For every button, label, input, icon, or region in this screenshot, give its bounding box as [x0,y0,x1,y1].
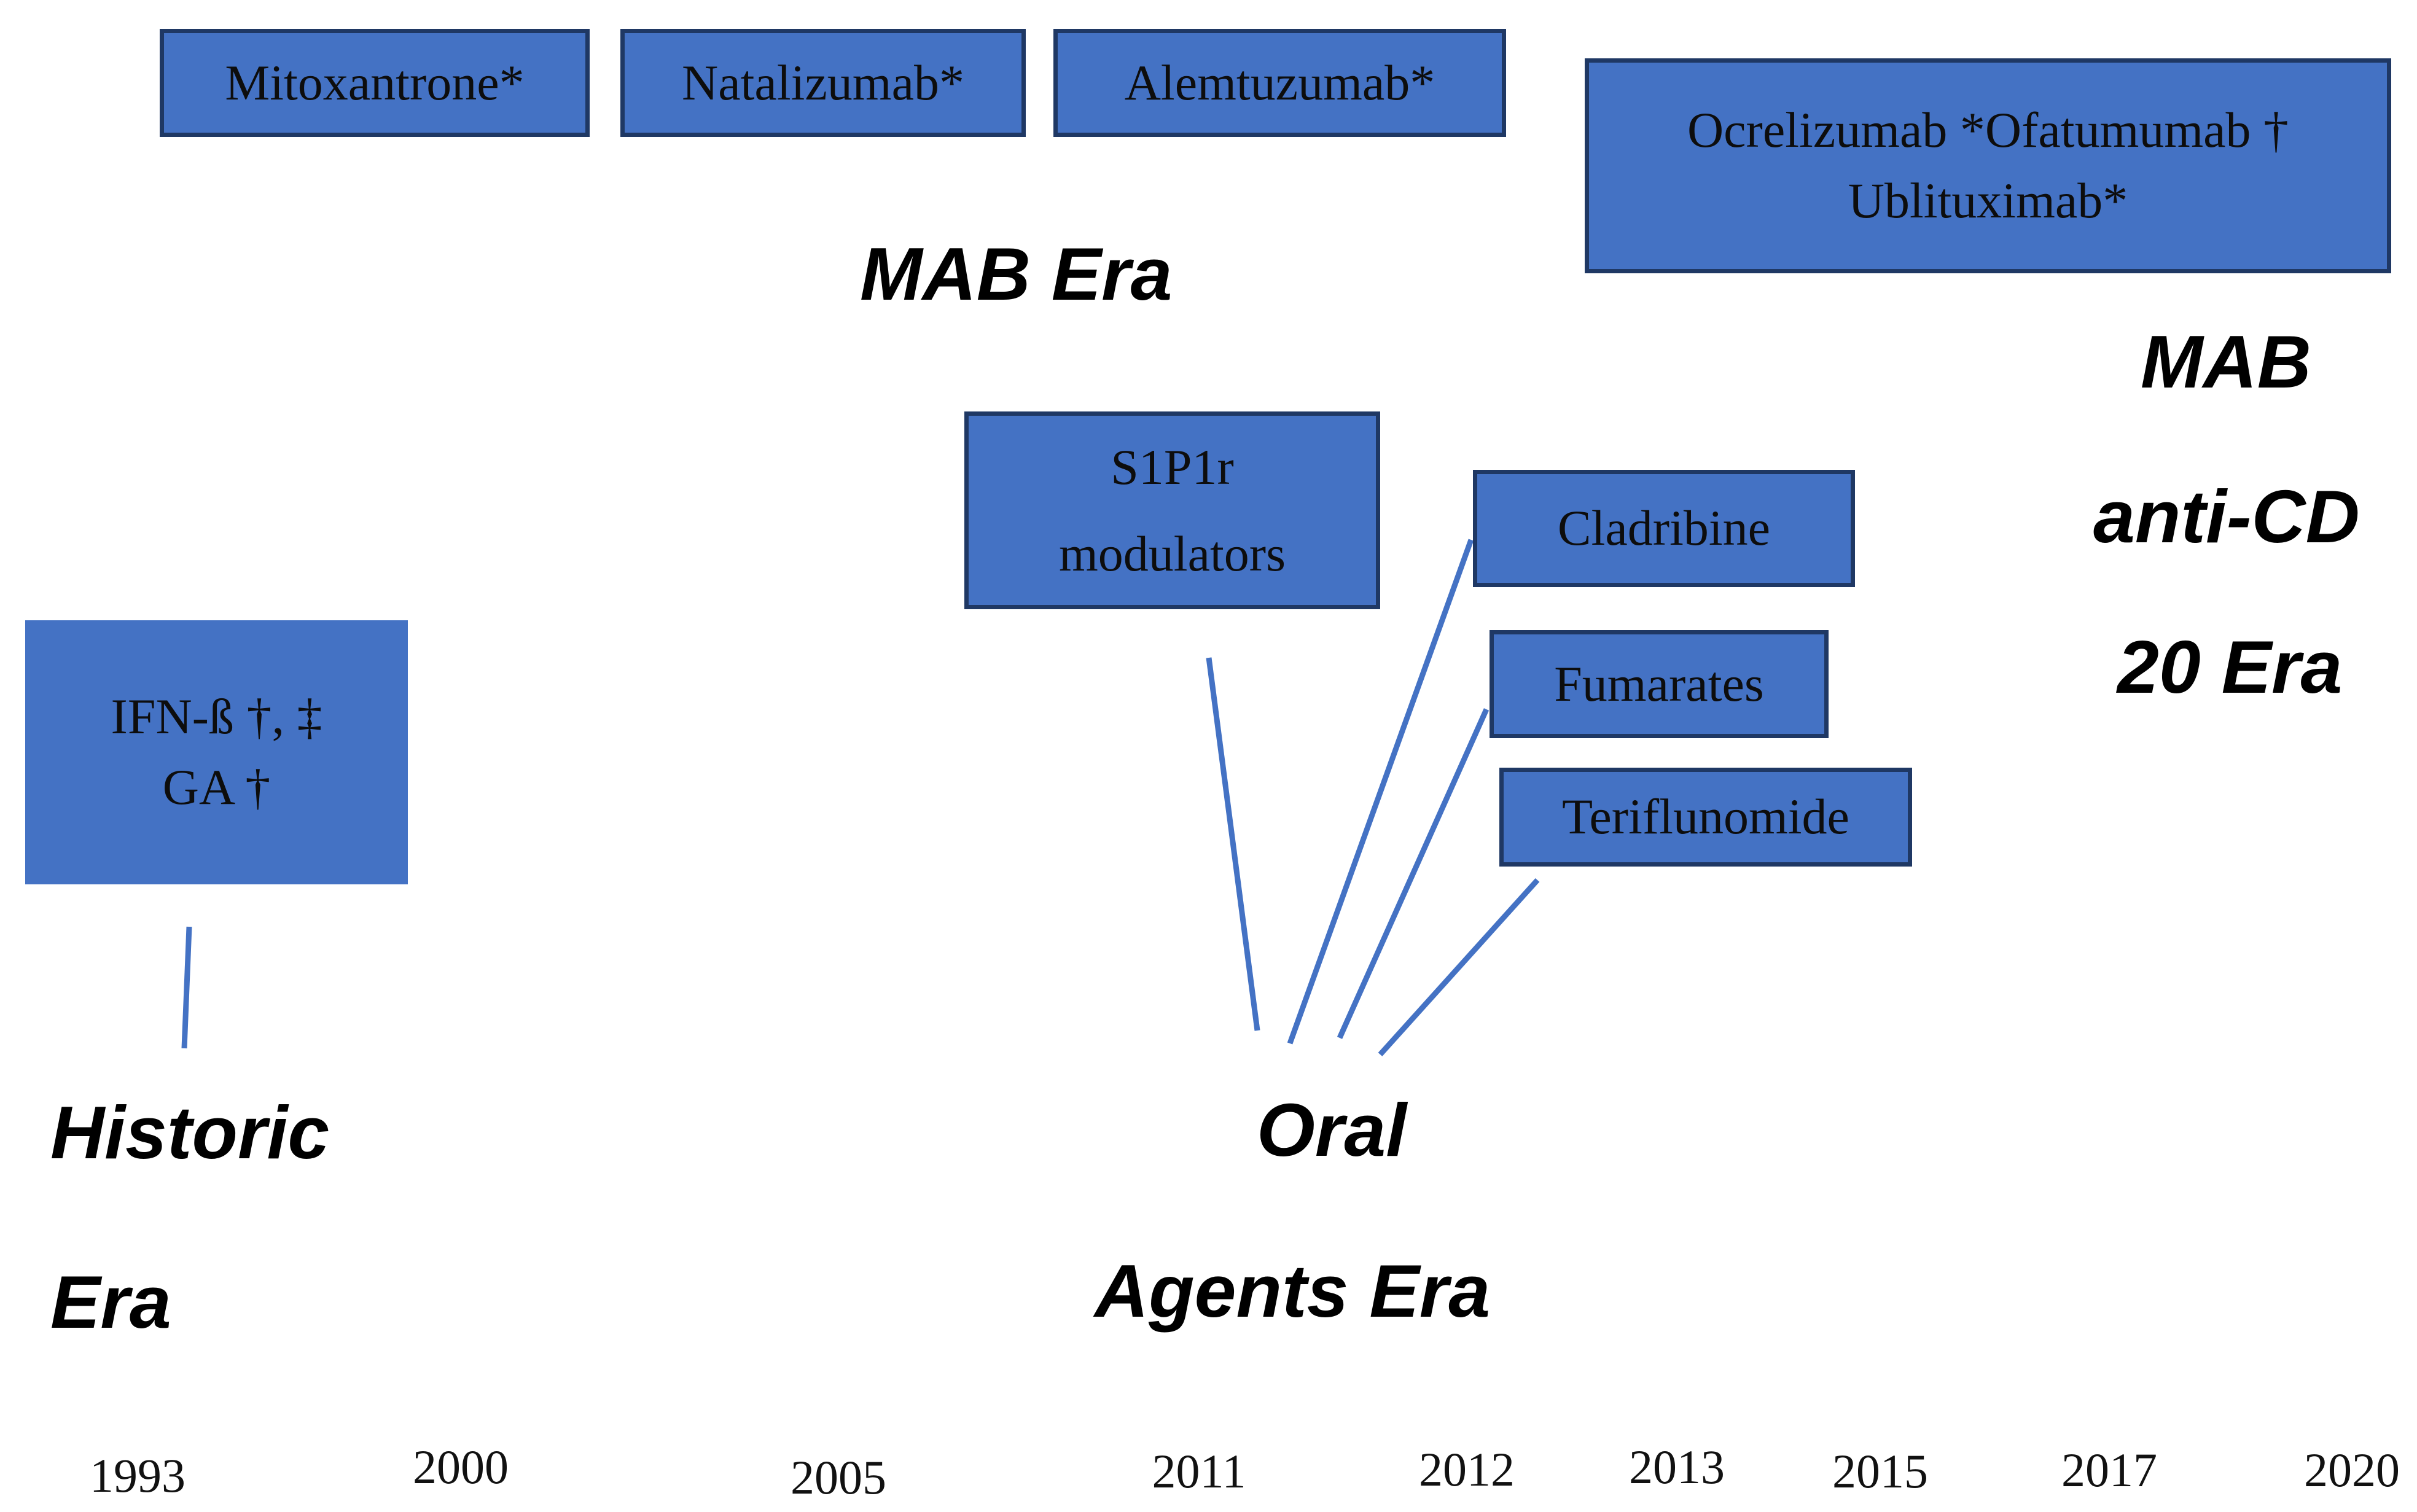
oral-agents-era-label-line1: Oral [1257,1088,1407,1172]
connector-cladribine-to-oral-era [1287,539,1474,1045]
timeline-year-2013: 2013 [1629,1440,1725,1494]
timeline-year-2011: 2011 [1152,1444,1246,1498]
timeline-year-2020: 2020 [2304,1443,2400,1497]
fumarates-label: Fumarates [1554,655,1764,712]
alemtuzumab-label: Alemtuzumab* [1124,54,1435,111]
s1p1r-label-line1: S1P1r [1111,438,1234,495]
anti-cd20-mabs-label-line1: Ocrelizumab *Ofatumumab † [1687,102,2289,158]
historic-era-label-line2: Era [50,1260,171,1344]
timeline-year-2000: 2000 [413,1440,509,1494]
connector-s1p1r-to-oral-era [1206,657,1260,1031]
connector-ifn-to-historic-era [181,926,192,1049]
mab-anti-cd20-era-label-line1: MAB [2141,320,2311,403]
timeline-year-2015: 2015 [1832,1444,1928,1498]
ifn-label-line1: IFN-ß †, ‡ [111,688,322,745]
s1p1r-label-line2: modulators [1059,526,1286,582]
anti-cd20-mabs-box: Ocrelizumab *Ofatumumab † Ublituximab* [1585,58,2391,273]
connector-teriflunomide-to-oral-era [1378,878,1540,1057]
ifn-label-line2: GA † [162,759,271,815]
natalizumab-box: Natalizumab* [620,29,1026,137]
timeline-year-2017: 2017 [2061,1443,2157,1497]
timeline-year-2012: 2012 [1419,1443,1515,1496]
mab-anti-cd20-era-label-line2: anti-CD [2093,475,2360,558]
ifn-ga-box: IFN-ß †, ‡ GA † [25,620,408,884]
alemtuzumab-box: Alemtuzumab* [1053,29,1506,137]
mitoxantrone-box: Mitoxantrone* [160,29,590,137]
s1p1r-modulators-box: S1P1r modulators [964,411,1380,609]
anti-cd20-mabs-label-line2: Ublituximab* [1848,173,2128,228]
mitoxantrone-label: Mitoxantrone* [225,54,525,111]
mab-era-label: MAB Era [860,232,1173,316]
cladribine-box: Cladribine [1473,470,1855,587]
oral-agents-era-label-line2: Agents Era [1095,1249,1491,1333]
teriflunomide-box: Teriflunomide [1499,768,1912,867]
timeline-year-2005: 2005 [791,1451,886,1504]
mab-anti-cd20-era-label-line3: 20 Era [2117,625,2343,709]
timeline-year-1993: 1993 [90,1449,185,1502]
natalizumab-label: Natalizumab* [682,54,964,111]
connector-fumarates-to-oral-era [1337,708,1490,1039]
teriflunomide-label: Teriflunomide [1562,789,1849,845]
cladribine-label: Cladribine [1557,500,1771,556]
fumarates-box: Fumarates [1490,630,1829,738]
historic-era-label-line1: Historic [50,1091,330,1174]
